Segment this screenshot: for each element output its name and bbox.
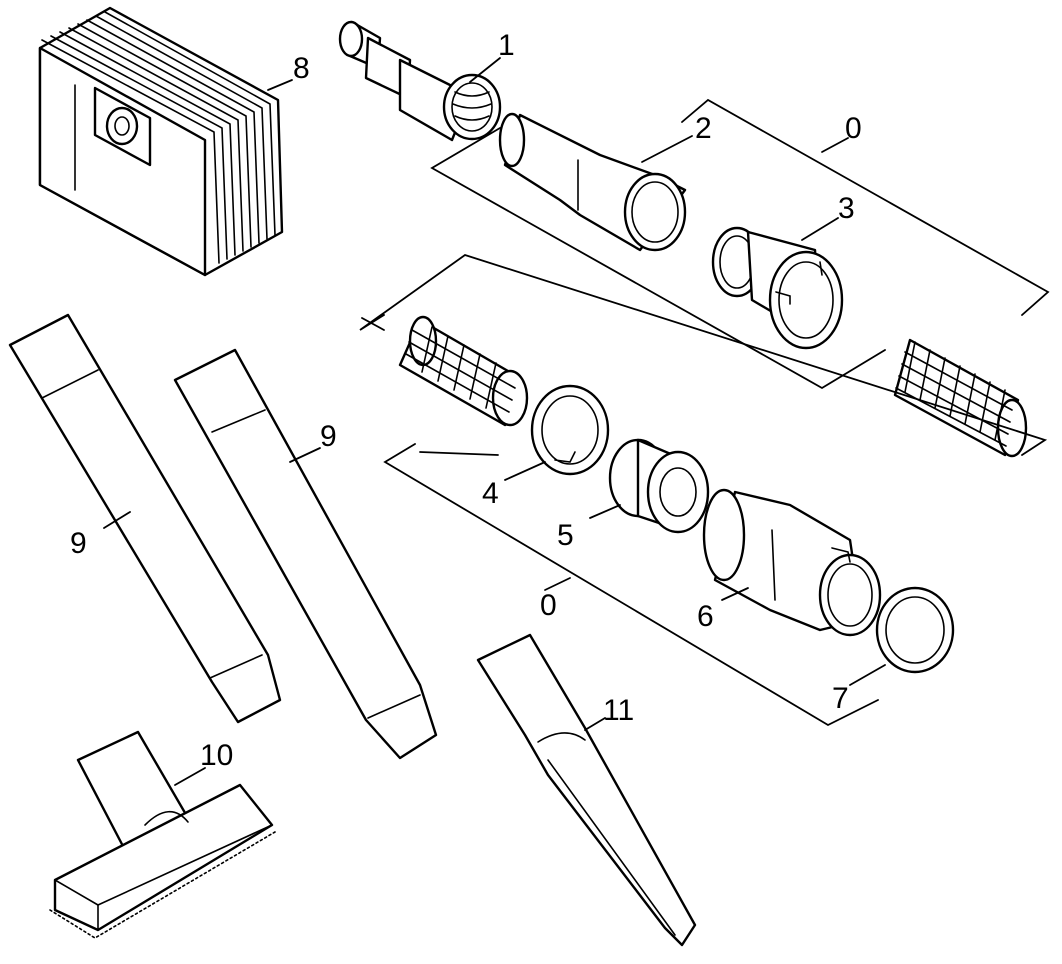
label-part-1: 1 xyxy=(498,29,515,62)
bracket-group-upper xyxy=(430,98,1050,390)
filter-bag-pack xyxy=(38,6,284,277)
label-part-5: 5 xyxy=(557,519,574,552)
label-part-10: 10 xyxy=(200,739,233,772)
label-part-4: 4 xyxy=(482,477,499,510)
label-part-9-left: 9 xyxy=(70,527,87,560)
hose-segment-left xyxy=(398,315,529,427)
seal-ring-part-7 xyxy=(875,586,955,674)
label-part-0-upper: 0 xyxy=(845,112,862,145)
connector-part-6 xyxy=(702,488,882,637)
label-part-2: 2 xyxy=(695,112,712,145)
label-part-3: 3 xyxy=(838,192,855,225)
label-part-7: 7 xyxy=(832,682,849,715)
label-part-11: 11 xyxy=(603,694,634,727)
hose-segment-right xyxy=(893,338,1028,458)
ring-part-4 xyxy=(530,384,610,476)
label-part-6: 6 xyxy=(697,600,714,633)
adapter-part-1 xyxy=(338,20,502,142)
crevice-nozzle-part-11 xyxy=(476,633,697,947)
label-part-8: 8 xyxy=(293,52,310,85)
floor-nozzle-part-10 xyxy=(49,730,276,939)
suction-tube-right xyxy=(173,348,438,760)
leader-lines xyxy=(103,57,886,786)
label-part-0-lower: 0 xyxy=(540,589,557,622)
coupling-part-3 xyxy=(711,226,844,350)
label-part-9-right: 9 xyxy=(320,420,337,453)
sleeve-part-5 xyxy=(608,438,710,534)
bracket-group-lower xyxy=(359,254,1048,727)
extension-tube-part-2 xyxy=(498,112,687,252)
suction-tube-left xyxy=(8,313,282,724)
